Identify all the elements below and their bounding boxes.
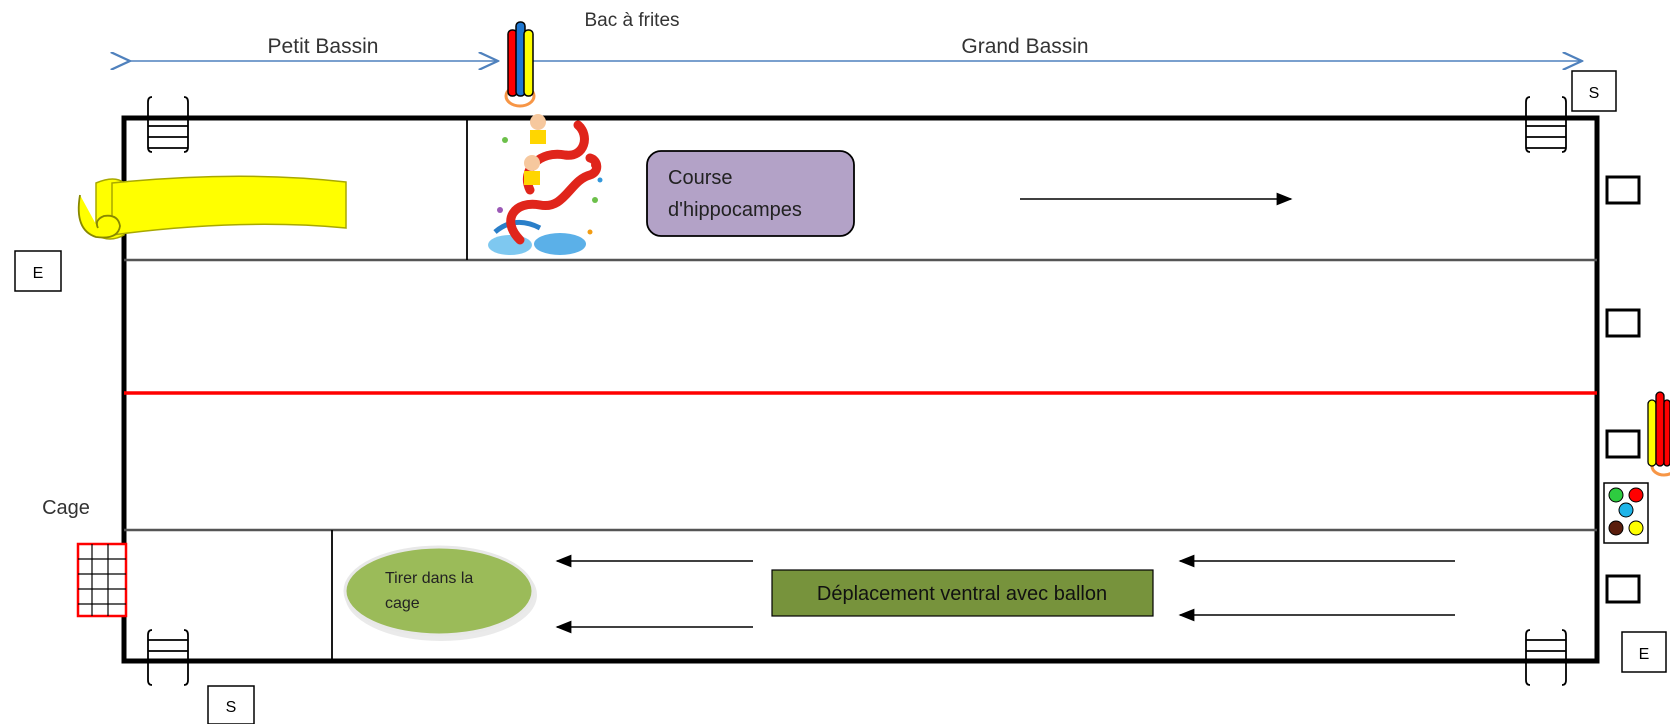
bac-a-frites-label: Bac à frites (584, 10, 679, 31)
tirer-dans-la-cage-ellipse (343, 545, 537, 641)
tirer-dans-la-cage-label-line1: Tirer dans la (385, 570, 473, 587)
seahorse-riders-icon (488, 114, 603, 255)
entry-marker: E (1621, 631, 1667, 673)
ball-bin-icon (1603, 482, 1649, 544)
exit-marker: S (1571, 70, 1617, 112)
ladder-icon (1525, 96, 1567, 153)
pool-outline (121, 115, 1600, 664)
pool-noodles-right-icon (1647, 391, 1670, 477)
petit-bassin-label: Petit Bassin (268, 35, 379, 58)
grand-bassin-label: Grand Bassin (961, 35, 1088, 58)
cage-grid-icon (76, 542, 128, 618)
entry-marker-label: E (33, 265, 44, 282)
cage-label: Cage (42, 497, 90, 519)
course-hippocampes-label-line1: Course (668, 167, 732, 189)
equipment-box (1605, 308, 1641, 338)
equipment-box (1605, 175, 1641, 205)
deplacement-ventral-label: Déplacement ventral avec ballon (817, 583, 1107, 605)
exit-marker-label: S (226, 699, 237, 716)
exit-marker-label: S (1589, 85, 1600, 102)
course-hippocampes-label-line2: d'hippocampes (668, 199, 802, 221)
ladder-icon (147, 96, 189, 153)
tirer-dans-la-cage-label-line2: cage (385, 595, 420, 612)
pool-noodles-top-icon (504, 21, 536, 108)
equipment-box (1605, 574, 1641, 604)
ladder-icon (1525, 629, 1567, 686)
deplacement-ventral-box (771, 569, 1154, 617)
entry-marker: E (14, 250, 62, 292)
exit-marker: S (207, 685, 255, 724)
entry-marker-label: E (1639, 646, 1650, 663)
equipment-box (1605, 429, 1641, 459)
course-hippocampes-box (646, 150, 855, 237)
ladder-icon (147, 629, 189, 686)
floating-mat-icon (77, 175, 347, 240)
